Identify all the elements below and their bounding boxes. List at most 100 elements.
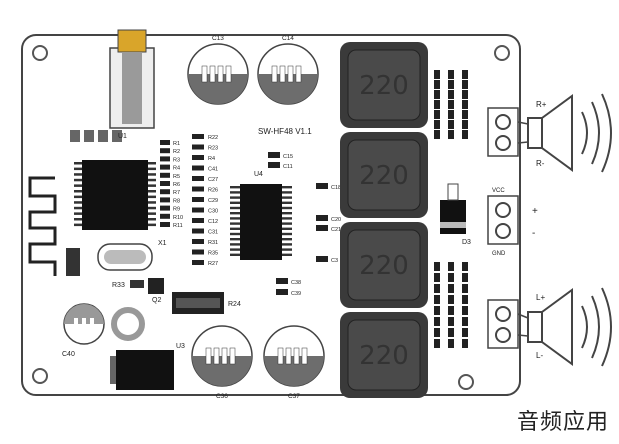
capacitor-label: C36 (216, 393, 228, 400)
ic-u4 (240, 184, 282, 260)
smd-part (434, 262, 440, 271)
capacitor-label: C37 (288, 393, 300, 400)
mount-hole-bl (32, 368, 48, 384)
resistor-label: R35 (208, 251, 218, 257)
u4-pin (282, 227, 292, 230)
x1-label: X1 (158, 240, 167, 247)
speaker-icon (527, 288, 573, 366)
capacitors-bottom: C36 C37 (191, 325, 325, 400)
capacitor-vent (277, 347, 284, 365)
smd-part (434, 306, 440, 315)
u4-pin (282, 248, 292, 251)
inductor-top (347, 139, 421, 211)
u1-pads (70, 130, 122, 142)
resistor-label: R23 (208, 146, 218, 152)
connector-right-bottom (487, 299, 519, 349)
resistor (160, 205, 170, 211)
u4-pin (282, 186, 292, 189)
u4-pins (230, 186, 292, 256)
speaker-wire (517, 121, 529, 125)
r-plus-label: R+ (536, 100, 547, 109)
smd-part (434, 130, 440, 139)
u1-pin (74, 190, 82, 193)
u4-pin (282, 238, 292, 241)
u4-pin (230, 232, 240, 236)
u1-pin (74, 223, 82, 227)
capacitor-vent (225, 65, 232, 83)
diode-d3 (440, 183, 466, 234)
capacitor-vent (285, 347, 292, 365)
u3-label: U3 (176, 343, 185, 350)
u1-pin (74, 167, 82, 171)
capacitor-vent (213, 347, 220, 365)
capacitor-vent (271, 65, 278, 83)
capacitor: C36 (191, 325, 253, 400)
u1-pin (74, 206, 82, 210)
inductor-value: 220 (359, 341, 409, 371)
smd-part (268, 152, 280, 158)
smd-part (462, 80, 468, 89)
u4-pin (230, 201, 240, 204)
antenna-component (66, 248, 80, 276)
u1-pin (148, 195, 156, 199)
resistor-label: R11 (173, 223, 183, 229)
smd-part (434, 90, 440, 99)
c40-label: C40 (62, 351, 75, 358)
smd-part (448, 80, 454, 89)
connector-right-top (487, 107, 519, 157)
capacitor-c40 (63, 303, 105, 345)
smd-part (316, 215, 328, 221)
smd-part-label: C15 (283, 154, 293, 160)
resistor (160, 222, 170, 227)
u1-pin (148, 218, 156, 221)
u1-pin (74, 212, 82, 215)
bluetooth-antenna-icon (28, 176, 57, 276)
inductor-value: 220 (359, 161, 409, 191)
capacitor: C13 (187, 35, 249, 105)
smd-part (462, 120, 468, 129)
smd-part (448, 90, 454, 99)
smd-part (462, 306, 468, 315)
resistor (192, 228, 204, 234)
smd-part (462, 100, 468, 109)
smd-part (434, 70, 440, 79)
smd-part (462, 328, 468, 337)
resistor (192, 134, 204, 139)
u1-pin (74, 162, 82, 165)
smd-part (268, 162, 280, 168)
u1-pin (148, 178, 156, 182)
u4-pin (230, 217, 240, 220)
mount-hole-tr (494, 45, 510, 61)
sound-wave-icon (581, 287, 612, 367)
smd-part (448, 317, 454, 326)
resistor (192, 176, 204, 181)
mount-hole-tl (32, 45, 48, 61)
smd-part (434, 339, 440, 348)
resistor-label: C30 (208, 209, 218, 215)
resistor-label: R10 (173, 215, 183, 221)
inductor: 220 (340, 132, 428, 218)
resistor (160, 172, 170, 178)
capacitor-vent (301, 347, 308, 365)
resistor (160, 213, 170, 219)
smd-part (448, 284, 454, 293)
smd-part (462, 70, 468, 79)
smd-part (434, 110, 440, 119)
resistor (192, 165, 204, 171)
smd-part (462, 90, 468, 99)
smd-part (462, 295, 468, 304)
resistor-label: C41 (208, 167, 218, 173)
smd-part (276, 289, 288, 295)
vcc-label: VCC (492, 188, 505, 194)
resistor (192, 239, 204, 244)
smd-part (448, 339, 454, 348)
resistor (192, 155, 204, 160)
resistor (192, 249, 204, 255)
resistor-label: R2 (173, 149, 180, 155)
resistor-label: R1 (173, 141, 180, 147)
smd-part-label: C11 (283, 164, 293, 170)
inductor-top (347, 49, 421, 121)
